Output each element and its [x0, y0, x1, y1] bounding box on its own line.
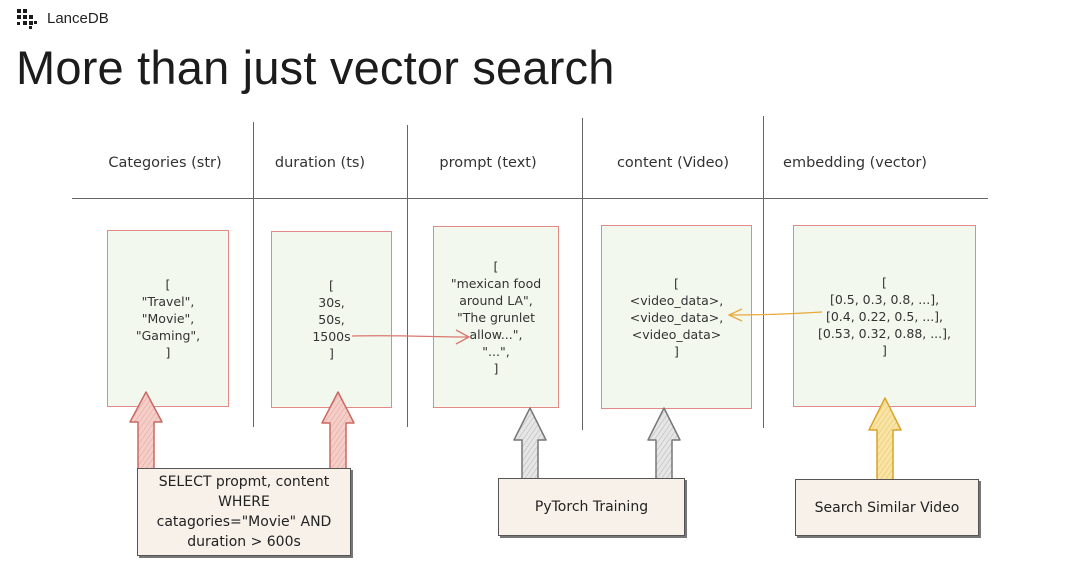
- data-box-categories: [ "Travel", "Movie", "Gaming", ]: [107, 230, 229, 407]
- data-box-content: [ <video_data>, <video_data>, <video_dat…: [601, 225, 752, 409]
- up-arrow-red-icon: [321, 391, 355, 471]
- box-line: ]: [329, 346, 334, 361]
- up-arrow-yellow-icon: [868, 397, 902, 486]
- column-divider: [582, 118, 583, 430]
- box-line: [0.53, 0.32, 0.88, ...],: [818, 325, 951, 341]
- column-divider: [253, 122, 254, 427]
- box-line: [: [493, 258, 499, 274]
- search-similar-video-box: Search Similar Video: [795, 479, 979, 536]
- box-line: [: [674, 275, 679, 291]
- box-line: 1500s: [312, 329, 351, 344]
- box-line: "The grunlet: [457, 309, 535, 325]
- box-line: "Gaming",: [135, 328, 201, 343]
- box-line: <video_data>: [631, 326, 722, 342]
- box-line: [: [882, 274, 887, 290]
- sql-line: SELECT propmt, content: [158, 474, 330, 490]
- box-line: around LA",: [459, 292, 533, 308]
- box-line: ]: [882, 342, 887, 358]
- box-line: ]: [493, 360, 499, 376]
- box-line: [: [165, 277, 171, 292]
- box-line: "Travel",: [141, 294, 195, 309]
- pytorch-training-label: PyTorch Training: [534, 499, 649, 515]
- column-header-prompt: prompt (text): [439, 155, 537, 171]
- brand: LanceDB: [15, 7, 109, 29]
- box-line: <video_data>,: [629, 292, 724, 308]
- box-line: "...",: [482, 343, 510, 359]
- column-divider: [763, 116, 764, 428]
- box-line: [0.5, 0.3, 0.8, ...],: [829, 291, 940, 307]
- search-similar-video-label: Search Similar Video: [814, 499, 960, 516]
- box-line: 50s,: [318, 312, 345, 327]
- pytorch-training-box: PyTorch Training: [498, 478, 685, 536]
- data-box-embedding: [ [0.5, 0.3, 0.8, ...], [0.4, 0.22, 0.5,…: [793, 225, 976, 407]
- box-line: ]: [165, 345, 171, 360]
- box-line: "mexican food: [450, 275, 542, 291]
- column-header-duration: duration (ts): [274, 155, 366, 171]
- link-arrow-red-icon: [351, 335, 469, 338]
- column-header-content: content (Video): [616, 155, 730, 171]
- lancedb-logo-icon: [17, 9, 37, 29]
- link-arrowhead-red-icon: [455, 329, 471, 345]
- link-arrow-yellow-icon: [729, 311, 823, 316]
- sql-query-box: SELECT propmt, content WHERE catagories=…: [137, 468, 351, 556]
- data-box-prompt: [ "mexican food around LA", "The grunlet…: [433, 226, 559, 408]
- sql-line: duration > 600s: [187, 534, 301, 550]
- box-line: ]: [674, 343, 679, 359]
- brand-name: LanceDB: [47, 9, 109, 27]
- box-line: [: [329, 278, 334, 293]
- sql-line: catagories="Movie" AND: [156, 514, 332, 530]
- column-divider: [407, 125, 408, 427]
- box-line: "Movie",: [141, 311, 195, 326]
- column-header-categories: Categories (str): [108, 155, 222, 171]
- page-title: More than just vector search: [16, 41, 615, 94]
- box-line: <video_data>,: [629, 309, 724, 325]
- box-line: 30s,: [318, 295, 345, 310]
- header-divider: [72, 198, 988, 199]
- sql-line: WHERE: [218, 494, 270, 510]
- box-line: allow...",: [469, 326, 523, 342]
- link-arrowhead-yellow-icon: [727, 308, 743, 322]
- box-line: [0.4, 0.22, 0.5, ...],: [825, 308, 944, 324]
- column-header-embedding: embedding (vector): [783, 155, 927, 171]
- up-arrow-red-icon: [129, 391, 163, 471]
- data-box-duration: [ 30s, 50s, 1500s ]: [271, 231, 392, 408]
